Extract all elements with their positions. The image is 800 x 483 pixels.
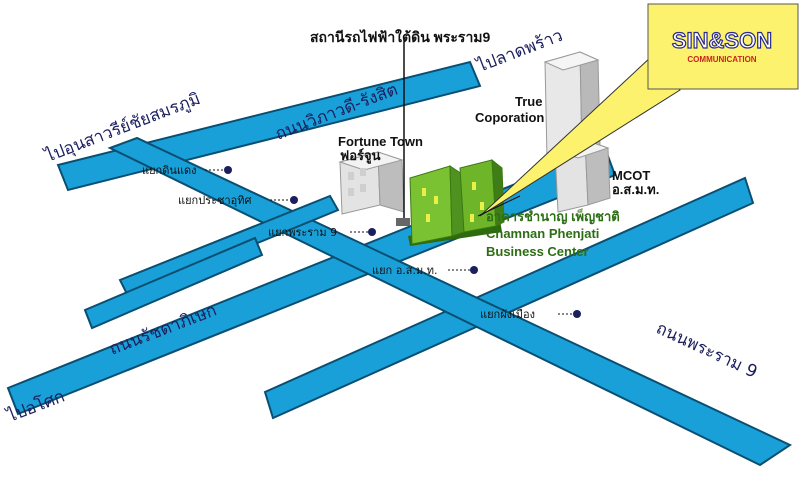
mcot-label-th: อ.ส.ม.ท.	[612, 182, 659, 197]
road-connector	[118, 194, 340, 298]
chamnan-phenjati-building	[408, 158, 505, 246]
logo-title: SIN&SON	[672, 28, 772, 53]
fortune-town-label-en: Fortune Town	[338, 134, 423, 149]
center-label-en-1: Chamnan Phenjati	[486, 226, 599, 241]
true-corp-label-2: Coporation	[475, 110, 544, 125]
junction-mcot-dot	[470, 266, 478, 274]
junction-markers	[205, 166, 581, 318]
station-label: สถานีรถไฟฟ้าใต้ดิน พระราม9	[310, 28, 491, 45]
junction-mcot: แยก อ.ส.ม.ท.	[372, 264, 438, 277]
junction-prachauthit: แยกประชาอุทิศ	[178, 194, 251, 207]
fortune-town-label-th: ฟอร์จูน	[340, 148, 381, 164]
mcot-label-en: MCOT	[612, 168, 650, 183]
sin-son-logo: SIN&SON COMMUNICATION	[647, 3, 799, 90]
center-label-en-2: Business Center	[486, 244, 589, 259]
center-label-th: อาคารชำนาญ เพ็ญชาติ	[486, 207, 620, 225]
junction-dindaeng-dot	[224, 166, 232, 174]
subway-entrance-icon	[396, 218, 410, 226]
junction-rama9: แยกพระราม 9	[268, 226, 337, 239]
junction-rama9-dot	[368, 228, 376, 236]
junction-phangmueang-dot	[573, 310, 581, 318]
road-lower-diagonal	[263, 176, 755, 420]
junction-prachauthit-dot	[290, 196, 298, 204]
junction-dindaeng: แยกดินแดง	[142, 164, 196, 177]
road-left-cross	[83, 236, 264, 330]
fortune-town-building	[338, 151, 405, 215]
center-pointer-line	[477, 195, 521, 217]
junction-phangmueang: แยกผังเมือง	[480, 308, 535, 321]
label-rama9-road: ถนนพระราม 9	[653, 318, 760, 382]
true-corp-label-1: True	[515, 94, 542, 109]
logo-subtitle: COMMUNICATION	[687, 55, 756, 64]
